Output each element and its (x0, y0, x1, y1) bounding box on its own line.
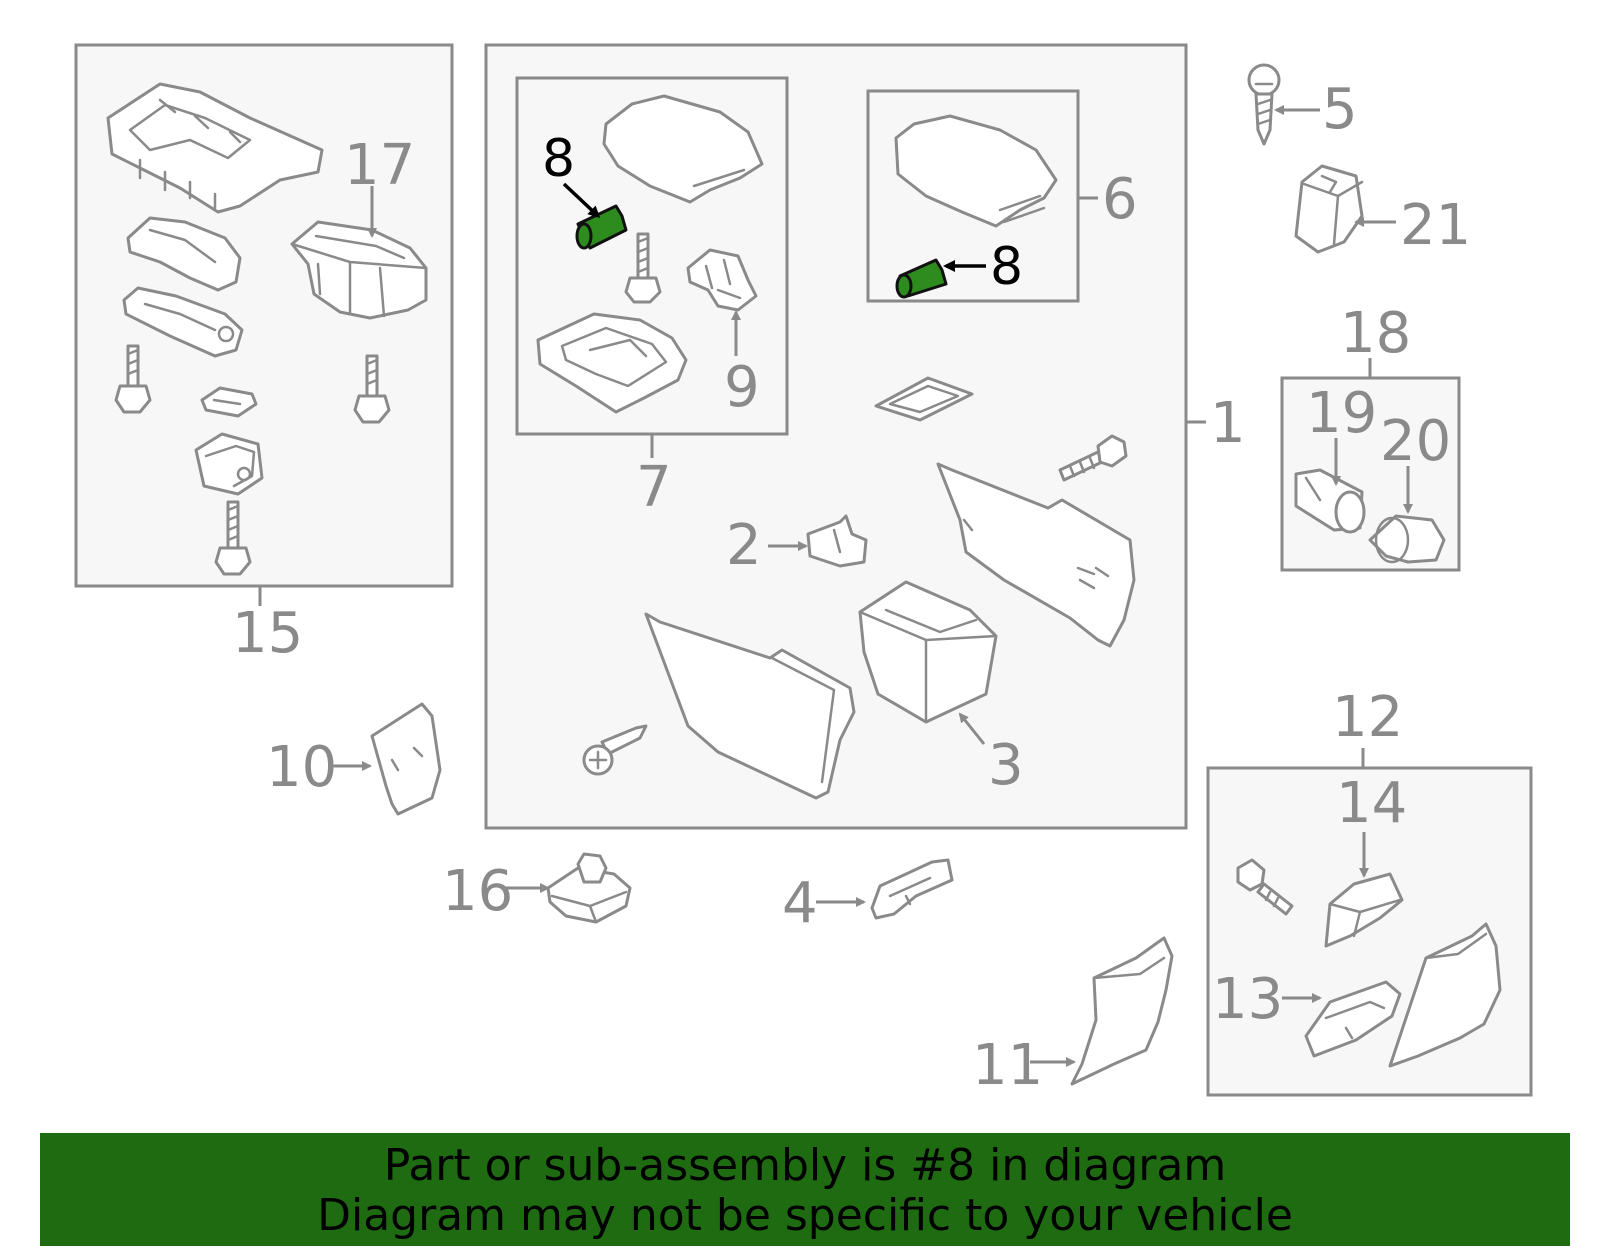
callout-7: 7 (636, 455, 672, 520)
callout-13: 13 (1212, 967, 1283, 1032)
banner-line-1: Part or sub-assembly is #8 in diagram (383, 1140, 1227, 1191)
banner-line-2: Diagram may not be specific to your vehi… (317, 1190, 1293, 1241)
bracket-14-part (1324, 872, 1404, 948)
callout-18: 18 (1340, 301, 1411, 366)
callout-15: 15 (232, 601, 303, 666)
front-panel-part (644, 612, 856, 800)
callout-6: 6 (1102, 167, 1138, 232)
callout-4: 4 (782, 871, 818, 936)
pin-8-highlight-7[interactable] (575, 204, 628, 250)
cover-11-part (1070, 936, 1174, 1086)
pin-8-highlight-6[interactable] (895, 258, 948, 299)
trim-panel-a-part (126, 216, 242, 292)
bolt-15b-part (353, 354, 391, 424)
callout-11: 11 (972, 1033, 1043, 1098)
callout-9: 9 (724, 355, 760, 420)
knob-16-part (546, 852, 632, 924)
bolt-7-part (624, 232, 662, 304)
trim-strip-part (122, 286, 244, 358)
small-clip-15-part (200, 386, 258, 418)
callout-10: 10 (266, 735, 337, 800)
callout-3: 3 (988, 733, 1024, 798)
callout-5: 5 (1322, 77, 1358, 142)
callout-12: 12 (1332, 685, 1403, 750)
callout-8-group-7: 8 (542, 129, 575, 189)
armrest-lid-7-part (602, 94, 764, 204)
bracket-10-part (370, 702, 442, 816)
cover-12-part (1388, 922, 1502, 1068)
screw-1-part (582, 724, 648, 776)
ring-20-part (1368, 514, 1446, 564)
switch-21-part (1294, 164, 1364, 254)
callout-2: 2 (726, 513, 762, 578)
callout-20: 20 (1380, 409, 1451, 474)
bolt-15a-part (114, 344, 152, 414)
bolt-12-part (1236, 858, 1294, 916)
screw-5-part (1247, 63, 1281, 146)
armrest-lid-6-part (894, 114, 1058, 228)
bolt-15c-part (214, 500, 252, 576)
callout-19: 19 (1306, 381, 1377, 446)
side-panel-part (936, 462, 1136, 648)
socket-19-part (1294, 468, 1366, 534)
callout-14: 14 (1336, 771, 1407, 836)
shifter-base-17-part (290, 220, 428, 320)
bracket-4-part (870, 858, 954, 920)
callout-17: 17 (344, 133, 415, 198)
shifter-bezel-part (106, 82, 324, 214)
tray-13-part (1304, 980, 1402, 1058)
switch-housing-15-part (194, 432, 264, 496)
callout-8-group-6: 8 (990, 237, 1023, 297)
bolt-1-part (1058, 434, 1128, 482)
leaders (258, 105, 1413, 1067)
callout-1: 1 (1210, 391, 1246, 456)
mat-part (874, 376, 974, 422)
info-banner: Part or sub-assembly is #8 in diagram Di… (40, 1133, 1570, 1246)
storage-tray-7-part (536, 312, 688, 414)
clip-2-part (806, 514, 868, 568)
bin-3-part (858, 580, 998, 724)
callout-21: 21 (1400, 193, 1471, 258)
bracket-9-part (686, 248, 758, 312)
callout-16: 16 (442, 859, 513, 924)
